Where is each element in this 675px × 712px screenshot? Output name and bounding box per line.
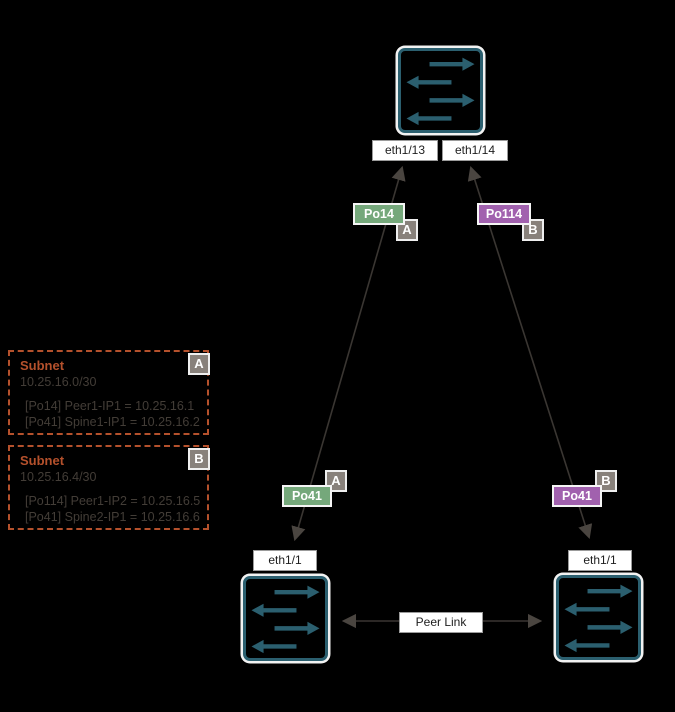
link-topswitch-to-left-switch	[291, 165, 406, 542]
port-label-eth1-1-left: eth1/1	[253, 550, 317, 571]
link-topswitch-to-right-switch	[467, 165, 593, 540]
subnet-cidr: 10.25.16.0/30	[20, 375, 97, 389]
port-label-eth1-1-right: eth1/1	[568, 550, 632, 571]
port-channel-po41-right: Po41	[552, 485, 602, 507]
zone-badge-a: A	[188, 353, 210, 375]
subnet-box-b: B Subnet 10.25.16.4/30 [Po114] Peer1-IP2…	[8, 445, 210, 530]
port-channel-po114: Po114	[477, 203, 531, 225]
subnet-detail-line: [Po41] Spine2-IP1 = 10.25.16.6	[25, 510, 200, 524]
subnet-title: Subnet	[20, 453, 65, 468]
port-label-eth1-14: eth1/14	[442, 140, 508, 161]
port-channel-po14: Po14	[353, 203, 405, 225]
subnet-detail-line: [Po114] Peer1-IP2 = 10.25.16.5	[25, 494, 201, 508]
bottom-right-switch	[556, 575, 641, 660]
subnet-detail-line: [Po14] Peer1-IP1 = 10.25.16.1	[25, 399, 195, 413]
switch-icon	[406, 57, 475, 126]
subnet-detail-line: [Po41] Spine1-IP1 = 10.25.16.2	[25, 415, 200, 429]
port-channel-po41-left: Po41	[282, 485, 332, 507]
top-switch	[398, 48, 483, 133]
port-label-eth1-13: eth1/13	[372, 140, 438, 161]
subnet-box-a: A Subnet 10.25.16.0/30 [Po14] Peer1-IP1 …	[8, 350, 210, 435]
zone-badge-b: B	[188, 448, 210, 470]
switch-icon	[564, 584, 633, 653]
peer-link-label: Peer Link	[399, 612, 483, 633]
switch-icon	[251, 585, 320, 654]
subnet-title: Subnet	[20, 358, 65, 373]
subnet-cidr: 10.25.16.4/30	[20, 470, 97, 484]
bottom-left-switch	[243, 576, 328, 661]
